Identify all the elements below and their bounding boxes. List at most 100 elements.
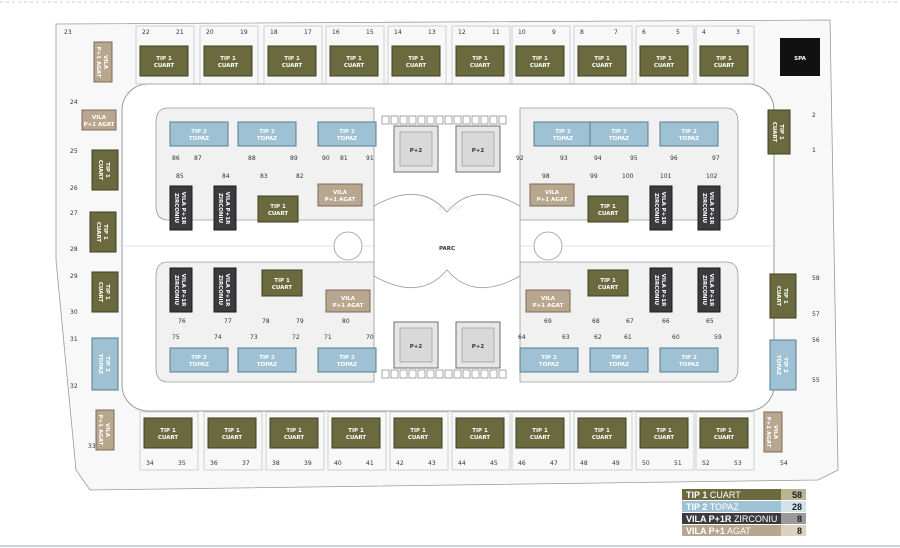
lot-number: 28 [70, 246, 78, 253]
building-type-label: TIP 2 [339, 129, 355, 135]
building-type-label: TIP 2 [681, 129, 697, 135]
building-block [91, 271, 119, 313]
lot-number: 65 [706, 318, 714, 325]
lot-number: 8 [580, 29, 584, 36]
plot-outline [389, 411, 449, 471]
lot-number: 89 [290, 155, 298, 162]
building-type-label: VILA [102, 55, 108, 70]
legend-count: 28 [791, 501, 802, 512]
park-area [373, 194, 521, 288]
lot-number: 49 [612, 460, 620, 467]
lot-number: 33 [88, 443, 96, 450]
building-model-label: CUART [714, 63, 735, 69]
building-block [169, 121, 229, 147]
legend-count: 8 [796, 513, 802, 524]
lot-number: 20 [206, 29, 214, 36]
legend-label: VILA P+1R ZIRCONIU [686, 513, 778, 524]
lot-number: 26 [70, 185, 78, 192]
p2-inner [461, 131, 495, 167]
spa-label: SPA [794, 56, 806, 62]
lot-number: 78 [262, 318, 270, 325]
building-block [393, 417, 443, 449]
lot-number: 97 [712, 155, 720, 162]
building-type-label: TIP 2 [681, 355, 697, 361]
building-block [767, 109, 791, 155]
building-model-label: P+1 AGAT [333, 303, 364, 309]
building-type-label: TIP 1 [594, 428, 610, 434]
building-model-label: CUART [406, 63, 427, 69]
building-model-label: P+1 AGAT [325, 197, 356, 203]
building-model-label: CUART [598, 285, 619, 291]
building-model-label: P+1 AGAT [533, 303, 564, 309]
building-block [659, 121, 719, 147]
building-block [639, 417, 689, 449]
building-model-label: ZIRCONIU [653, 275, 659, 305]
p2-building: P+2 [393, 321, 439, 369]
building-type-label: TIP 1 [532, 56, 548, 62]
lot-number: 66 [662, 318, 670, 325]
lot-number: 81 [340, 155, 348, 162]
roundabout [333, 231, 363, 261]
plot-outline [573, 25, 633, 85]
building-type-label: TIP 1 [472, 56, 488, 62]
building-model-label: ZIRCONIU [217, 275, 223, 305]
building-block [261, 269, 303, 297]
building-model-label: TOPAZ [553, 136, 573, 142]
building-type-label: VILA [545, 190, 560, 196]
building-block [697, 267, 721, 313]
building-model-label: CUART [775, 286, 781, 307]
building-type-label: TIP 1 [472, 428, 488, 434]
building-model-label: CUART [408, 435, 429, 441]
building-type-label: TIP 2 [339, 355, 355, 361]
building-block [649, 267, 673, 313]
building-model-label: TOPAZ [539, 362, 559, 368]
building-block [587, 269, 629, 297]
building-type-label: TIP 1 [104, 162, 110, 178]
parking-space [435, 115, 444, 125]
lot-number: 14 [394, 29, 402, 36]
building-block [515, 45, 565, 77]
building-model-label: TOPAZ [775, 355, 781, 375]
lot-number: 60 [672, 334, 680, 341]
lot-number: 23 [64, 29, 72, 36]
building-type-label: TIP 2 [782, 357, 788, 373]
building-type-label: TIP 2 [555, 129, 571, 135]
plot-outline [511, 411, 571, 471]
lot-number: 96 [670, 155, 678, 162]
building-type-label: TIP 1 [274, 278, 290, 284]
building-type-label: TIP 2 [191, 129, 207, 135]
lot-number: 54 [780, 460, 788, 467]
building-model-label: CUART [346, 435, 367, 441]
lot-number: 2 [812, 112, 816, 119]
building-block [237, 347, 297, 373]
building-block [769, 273, 797, 319]
building-type-label: TIP 1 [656, 428, 672, 434]
building-model-label: CUART [771, 122, 777, 143]
building-block [207, 417, 257, 449]
building-block [455, 417, 505, 449]
building-type-label: TIP 1 [348, 428, 364, 434]
building-block [95, 409, 115, 451]
lot-number: 98 [542, 173, 550, 180]
legend-row: VILA P+1R ZIRCONIU 8 [682, 513, 806, 524]
